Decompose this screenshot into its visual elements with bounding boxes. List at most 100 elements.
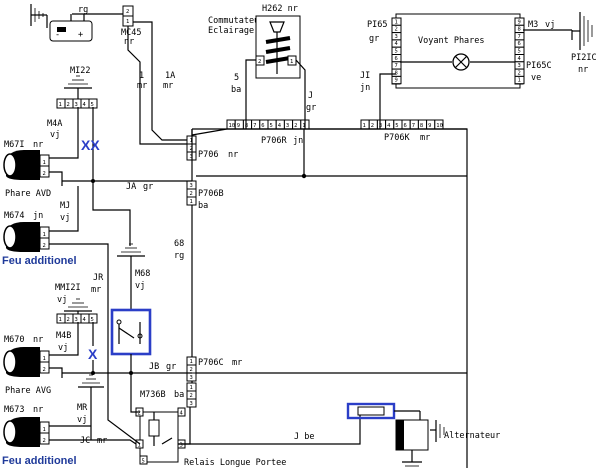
pi65c-pin-label: 9: [518, 19, 521, 25]
feu-additionel-1-label: Feu additionel: [2, 255, 77, 267]
wire-j-label: J: [308, 91, 313, 101]
pi65c-pin-label: 1: [518, 78, 521, 84]
wire-ji-label: JI: [360, 71, 370, 81]
svg-text:1: 1: [126, 19, 129, 25]
mr-color: vj: [77, 415, 87, 425]
m736b-pin-label: 3: [190, 401, 193, 407]
pi65-color: gr: [369, 34, 379, 44]
ground-symbol-mr: [78, 374, 104, 440]
p706-pin-label: 1: [190, 138, 193, 144]
p706r-pin-label: 10: [229, 123, 236, 129]
m674-pin-label: 1: [43, 232, 46, 238]
headlamp-icon-avg: [3, 347, 40, 377]
mmi21-label: MMI2I: [55, 283, 81, 293]
m4b-color: vj: [58, 343, 68, 353]
m736b-pin-label: 2: [190, 393, 193, 399]
battery-wire-label: rg: [78, 5, 88, 15]
mi22-pin-label: 1: [59, 102, 62, 108]
m736b-pin-cell: [186, 398, 197, 408]
m4a-label: M4A: [47, 119, 62, 129]
relais-pin-label: 1: [138, 443, 141, 449]
wire-5-color: ba: [231, 85, 241, 95]
p706k-color: mr: [420, 133, 430, 143]
m736b-color: ba: [174, 390, 184, 400]
jc-label: JC: [80, 436, 90, 446]
alternator-icon: [395, 411, 436, 467]
pi65c-label: PI65C: [526, 61, 552, 71]
jr-label: JR: [93, 273, 104, 283]
p706-pin-label: 3: [190, 154, 193, 160]
m736b-label: M736B: [140, 390, 166, 400]
mi22-pin-label: 3: [75, 102, 78, 108]
p706-color: nr: [228, 150, 238, 160]
p706k-pin-label: 6: [404, 123, 407, 129]
pi65c-pin-label: 5: [518, 49, 521, 55]
commutateur-label: Commutateur: [208, 16, 264, 26]
mmi21-pin-label: 2: [67, 317, 70, 323]
p706b-pin-label: 1: [190, 199, 193, 205]
feu-additionel-2-label: Feu additionel: [2, 455, 77, 467]
ja-color: gr: [143, 182, 153, 192]
relais-pin-label: 5: [142, 459, 145, 465]
p706b-pin-cell: [186, 196, 197, 206]
p706k-pin-label: 5: [395, 123, 398, 129]
p706r-pin-label: 9: [237, 123, 240, 129]
pi65c-pin-cell: [514, 75, 525, 85]
relais-longue-portee-icon: [139, 411, 179, 463]
jr-color: mr: [91, 285, 101, 295]
p706-label: P706: [198, 150, 218, 160]
wire-1a-label: 1A: [165, 71, 175, 81]
pi65c-pin-label: 8: [518, 27, 521, 33]
ground-symbol-m68: [117, 243, 145, 310]
xx-marker: XX: [81, 137, 100, 153]
h262-label: H262 nr: [262, 4, 298, 14]
relais-label: Relais Longue Portee: [184, 458, 286, 468]
m4b-label: M4B: [56, 331, 71, 341]
p706k-pin-label: 7: [412, 123, 415, 129]
m3-label: M3: [528, 20, 538, 30]
m674-label: M674: [4, 211, 24, 221]
jb-color: gr: [166, 362, 176, 372]
p706r-pin-label: 4: [278, 123, 282, 129]
pi65-pin-label: 3: [395, 34, 398, 40]
m671-pin-label: 1: [43, 160, 46, 166]
p706b-pin-label: 2: [190, 191, 193, 197]
wire-1a-color: mr: [163, 81, 173, 91]
phare-avd-label: Phare AVD: [5, 189, 51, 199]
p706b-pin-label: 3: [190, 183, 193, 189]
p706c-color: mr: [232, 358, 242, 368]
pi21c-label: PI2IC: [571, 53, 597, 63]
p706k-pin-label: 2: [371, 123, 374, 129]
relais-pin-label: 3: [180, 443, 183, 449]
jc-color: mr: [97, 436, 107, 446]
relais-pin-label: 4: [180, 411, 184, 417]
headlamp-icon-feu1: [3, 222, 40, 252]
p706b-color: ba: [198, 201, 208, 211]
pi65-pin-label: 2: [395, 27, 398, 33]
m670-label: M670: [4, 335, 24, 345]
mmi21-color: vj: [57, 295, 67, 305]
p706c-pin-label: 2: [190, 367, 193, 373]
pi65-pin-label: 5: [395, 49, 398, 55]
fuse-icon: [346, 402, 420, 420]
m670-pin-label: 2: [43, 367, 46, 373]
relais-pin-cell: [177, 407, 186, 417]
pi65-pin-label: 7: [395, 63, 398, 69]
wire-68-color: rg: [174, 251, 184, 261]
p706r-pin-label: 1: [302, 123, 305, 129]
relais-pin-label: 2: [138, 411, 141, 417]
p706r-pin-label: 3: [286, 123, 289, 129]
phare-avg-label: Phare AVG: [5, 386, 51, 396]
pi65c-pin-label: 2: [518, 70, 521, 76]
headlamp-icon-feu2: [3, 417, 40, 447]
m3-color: vj: [545, 20, 555, 30]
m68-color: vj: [135, 281, 145, 291]
m673-pin-label: 2: [43, 438, 46, 444]
p706r-label: P706R: [261, 136, 287, 146]
jb-label: JB: [149, 362, 159, 372]
p706c-label: P706C: [198, 358, 224, 368]
svg-text:2: 2: [258, 59, 261, 65]
p706r-pin-label: 6: [261, 123, 264, 129]
p706k-pin-label: 10: [436, 123, 443, 129]
